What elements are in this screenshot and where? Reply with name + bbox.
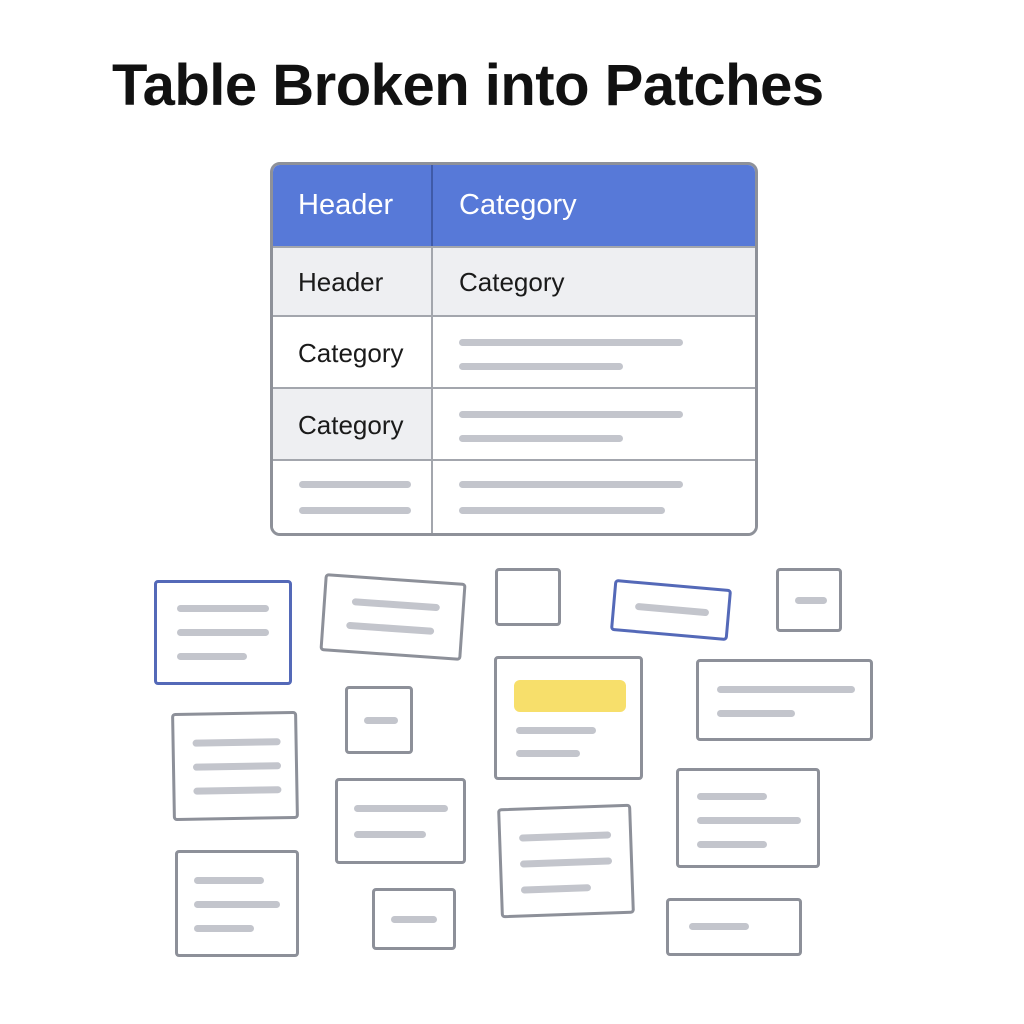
placeholder-line xyxy=(459,339,683,346)
table-cell: Category xyxy=(273,317,433,389)
placeholder-line xyxy=(177,605,269,612)
table-row: Header Category xyxy=(273,246,755,317)
placeholder-line xyxy=(519,857,613,868)
table-patch xyxy=(696,659,873,741)
table-patch xyxy=(372,888,456,950)
placeholder-line xyxy=(354,805,448,812)
table-patch xyxy=(495,568,561,626)
table-row xyxy=(273,459,755,533)
placeholder-line xyxy=(459,435,623,442)
table-header-row: Header Category xyxy=(273,165,755,246)
page-title: Table Broken into Patches xyxy=(112,53,824,118)
table-cell: Category xyxy=(459,267,565,297)
placeholder-line xyxy=(697,841,767,848)
placeholder-line xyxy=(364,717,398,724)
table-patch xyxy=(609,578,733,642)
placeholder-line xyxy=(689,923,749,930)
placeholder-line xyxy=(795,597,827,604)
table-cell-placeholder xyxy=(433,317,755,389)
placeholder-line xyxy=(459,363,623,370)
placeholder-line xyxy=(697,817,801,824)
table-patch xyxy=(676,768,820,868)
placeholder-line xyxy=(516,727,596,734)
highlighted-cell xyxy=(514,680,626,712)
placeholder-line xyxy=(299,507,411,514)
placeholder-line xyxy=(177,629,269,636)
placeholder-line xyxy=(717,710,795,717)
placeholder-line xyxy=(519,831,612,842)
table-row: Category xyxy=(273,387,755,461)
table-patch xyxy=(154,580,292,685)
placeholder-line xyxy=(459,481,683,488)
placeholder-line xyxy=(351,598,441,612)
placeholder-line xyxy=(634,602,710,617)
placeholder-line xyxy=(697,793,767,800)
header-cell: Header xyxy=(273,165,433,246)
table-patch xyxy=(497,803,635,919)
source-table: Header Category Header Category Category… xyxy=(270,162,758,536)
header-cell: Category xyxy=(459,189,577,221)
placeholder-line xyxy=(299,481,411,488)
table-patch xyxy=(335,778,466,864)
placeholder-line xyxy=(520,884,592,894)
table-patch xyxy=(319,573,467,661)
placeholder-line xyxy=(194,925,254,932)
table-patch xyxy=(666,898,802,956)
placeholder-line xyxy=(459,411,683,418)
placeholder-line xyxy=(192,762,282,771)
placeholder-line xyxy=(192,738,281,747)
table-patch xyxy=(494,656,643,780)
placeholder-line xyxy=(194,877,264,884)
placeholder-line xyxy=(193,786,282,795)
table-patch xyxy=(345,686,413,754)
table-patch xyxy=(171,710,299,822)
table-patch xyxy=(175,850,299,957)
placeholder-line xyxy=(354,831,426,838)
placeholder-line xyxy=(717,686,855,693)
placeholder-line xyxy=(194,901,280,908)
placeholder-line xyxy=(177,653,247,660)
placeholder-line xyxy=(459,507,665,514)
table-cell: Header xyxy=(273,248,433,317)
table-cell-placeholder xyxy=(433,389,755,461)
placeholder-line xyxy=(391,916,437,923)
table-cell-placeholder xyxy=(273,461,433,533)
placeholder-line xyxy=(346,621,435,635)
placeholder-line xyxy=(516,750,580,757)
table-row: Category xyxy=(273,315,755,389)
table-cell-placeholder xyxy=(433,461,755,533)
table-cell: Category xyxy=(273,389,433,461)
table-patch xyxy=(776,568,842,632)
